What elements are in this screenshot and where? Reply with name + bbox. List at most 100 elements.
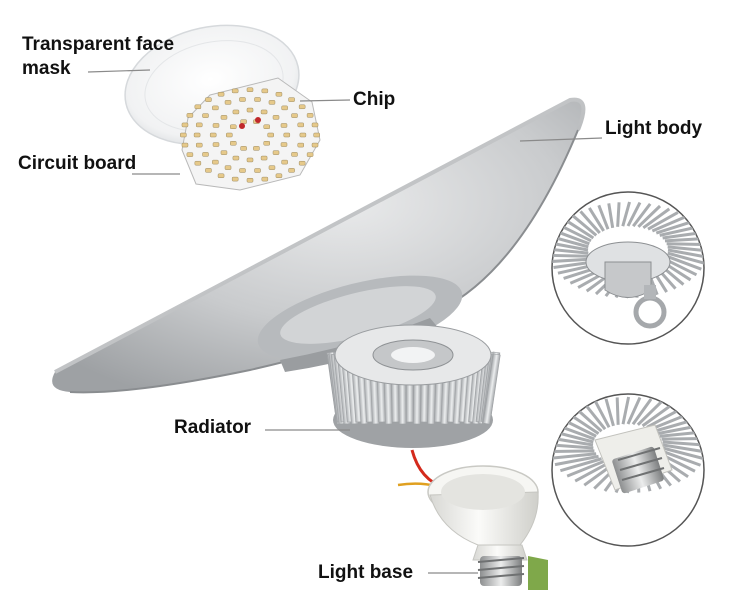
heatsink-fin: [632, 202, 652, 228]
led-chip: [263, 141, 270, 146]
heatsink-fin: [588, 207, 605, 232]
led-chip: [224, 165, 232, 170]
heatsink-fin: [552, 452, 597, 460]
led-chip: [230, 124, 237, 129]
led-chip: [272, 150, 280, 155]
heatsink-fin: [597, 204, 610, 230]
heatsink-fin: [662, 446, 704, 461]
led-chip: [205, 97, 212, 102]
heatsink-fin: [641, 403, 673, 428]
led-chip: [261, 176, 269, 182]
heatsink-fin: [666, 254, 702, 271]
light-base: [427, 465, 548, 590]
led-chip: [288, 168, 295, 173]
heatsink-fin: [667, 248, 704, 259]
heatsink-fin: [575, 407, 603, 433]
led-chip: [240, 146, 247, 151]
led-chip: [194, 160, 202, 166]
heatsink-fin: [604, 398, 615, 427]
heatsink-fin: [558, 223, 592, 243]
led-chip: [311, 142, 319, 148]
led-chip: [281, 159, 288, 165]
led-chip: [298, 104, 306, 110]
heatsink-fin: [584, 403, 607, 431]
heatsink-fin: [667, 245, 704, 253]
heatsink-fin: [651, 215, 687, 233]
led-chip: [231, 88, 239, 94]
heatsink-fin: [566, 459, 606, 478]
led-chip: [306, 113, 314, 118]
label-chip: Chip: [353, 89, 396, 110]
led-chip-array: [180, 87, 320, 183]
label-light-body: Light body: [605, 118, 703, 139]
leader-lines: [87, 69, 603, 574]
heatsink-fin: [626, 396, 642, 425]
heatsink-fin: [647, 211, 679, 231]
heatsink-fin: [554, 454, 599, 467]
led-chip: [231, 176, 239, 182]
led-chip: [281, 105, 288, 111]
heatsink-fin: [552, 247, 589, 255]
led-chip: [268, 100, 276, 105]
heatsink-fin: [571, 214, 598, 237]
led-chip: [261, 88, 269, 94]
heatsink-fin: [621, 201, 631, 227]
led-chip: [267, 132, 274, 138]
led-chip: [306, 152, 314, 157]
heatsink-fin: [593, 400, 611, 429]
led-chip: [224, 100, 232, 105]
led-chip: [212, 105, 219, 111]
led-chip: [220, 115, 228, 120]
led-chip: [260, 155, 268, 161]
heatsink-fin: [667, 251, 704, 265]
led-chip: [226, 132, 233, 138]
led-chip: [212, 123, 220, 128]
led-chip: [253, 146, 260, 151]
heatsink-fin: [626, 201, 642, 227]
led-chip: [299, 132, 307, 138]
led-chip: [275, 173, 283, 179]
label-radiator: Radiator: [174, 417, 252, 438]
led-chip: [220, 150, 228, 155]
led-chip: [291, 113, 298, 118]
heatsink-fin: [655, 220, 693, 235]
led-chip: [195, 142, 203, 148]
led-chip: [232, 109, 240, 115]
heatsink-fin: [574, 461, 610, 483]
led-chip: [298, 160, 306, 166]
led-chip: [186, 152, 194, 157]
led-chip: [246, 107, 254, 113]
leader-mask: [87, 69, 151, 73]
heatsink-fin: [637, 204, 662, 228]
heatsink-fin: [661, 437, 704, 441]
heatsink-fin: [661, 449, 702, 467]
led-chip: [254, 97, 261, 102]
label-light-base: Light base: [318, 562, 414, 583]
heatsink-fin: [552, 253, 590, 258]
heatsink-fin: [666, 242, 704, 247]
detail-circle-hook: [551, 191, 705, 345]
led-chip: [246, 157, 254, 163]
label-mask-line1: Transparent face: [22, 34, 175, 55]
led-chip: [283, 132, 291, 138]
led-chip: [193, 132, 201, 138]
led-chip: [209, 132, 217, 138]
led-chip: [268, 165, 276, 170]
label-circuit-board: Circuit board: [18, 153, 137, 174]
heatsink-fin: [616, 202, 621, 227]
led-chip: [232, 155, 240, 161]
heatsink-fin: [662, 443, 704, 454]
heatsink-fin: [642, 207, 671, 230]
radiator-fin: [482, 353, 501, 425]
led-chip: [239, 97, 246, 102]
heatsink-fin: [564, 218, 595, 240]
led-chip: [246, 177, 254, 183]
led-chip: [288, 97, 295, 102]
heatsink-fin: [659, 225, 699, 237]
heatsink-fin: [636, 400, 663, 426]
led-chip: [272, 115, 280, 120]
led-chip: [212, 159, 219, 165]
led-chip: [297, 122, 305, 128]
led-chip: [202, 152, 209, 157]
led-chip: [181, 122, 189, 128]
